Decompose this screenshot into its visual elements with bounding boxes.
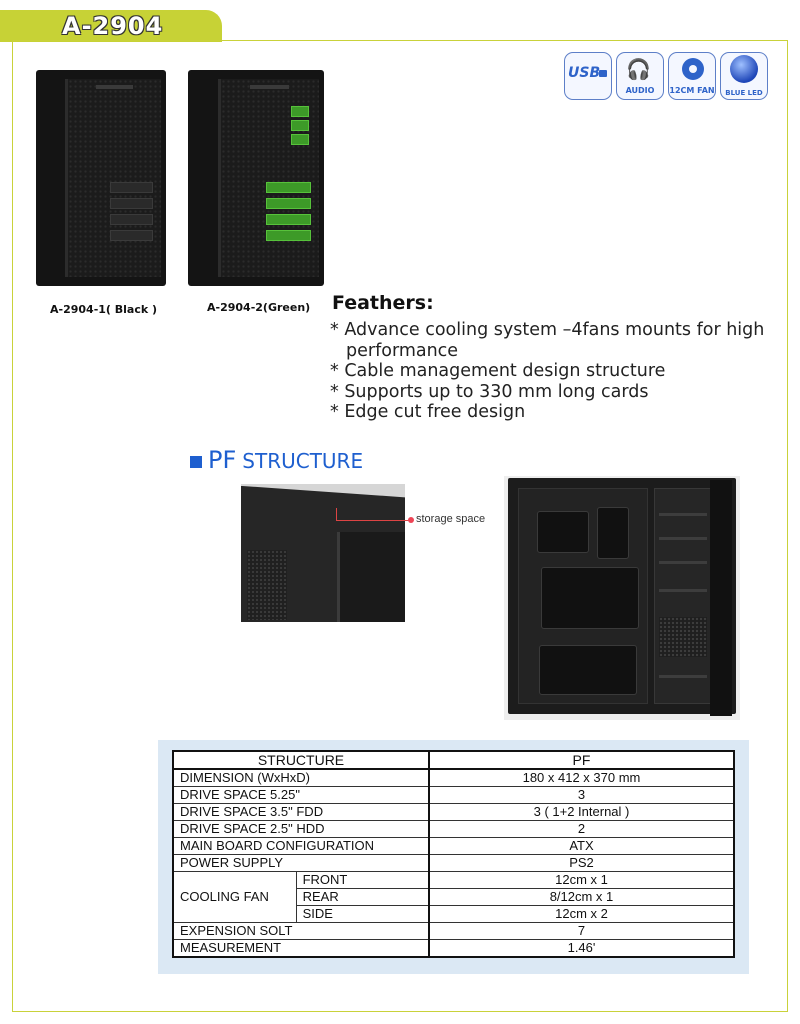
row-value: 3 <box>427 786 735 804</box>
page-frame <box>12 40 788 1012</box>
row-value: 8/12cm x 1 <box>427 888 735 906</box>
usb-icon: USB <box>568 65 601 81</box>
table-row: SIDE 12cm x 2 <box>173 905 735 923</box>
row-label: SIDE <box>295 905 430 923</box>
feature-item: Supports up to 330 mm long cards <box>330 382 770 403</box>
features-list: Advance cooling system –4fans mounts for… <box>330 320 770 423</box>
callout-label: storage space <box>416 513 486 525</box>
model-title: A-2904 <box>62 12 164 40</box>
structure-heading: PF STRUCTURE <box>190 446 363 474</box>
row-value: 12cm x 2 <box>427 905 735 923</box>
row-label: FRONT <box>295 871 430 889</box>
blue-led-icon <box>730 55 758 83</box>
row-value: ATX <box>427 837 735 855</box>
audio-badge: 🎧 AUDIO <box>616 52 664 100</box>
caption-black: A-2904-1( Black ) <box>50 303 158 316</box>
caption-green: A-2904-2(Green) <box>207 301 311 314</box>
table-row: POWER SUPPLY PS2 <box>172 854 735 872</box>
row-label: DIMENSION (WxHxD) <box>172 768 430 787</box>
table-row: DRIVE SPACE 2.5" HDD 2 <box>172 820 735 838</box>
table-row: REAR 8/12cm x 1 <box>173 888 735 906</box>
structure-heading-pf: PF <box>208 446 237 474</box>
table-header-pf: PF <box>427 750 735 770</box>
case-interior-photo <box>504 476 740 720</box>
table-row: MEASUREMENT 1.46' <box>172 939 735 958</box>
feature-badges: USB 🎧 AUDIO 12CM FAN BLUE LED <box>564 52 768 100</box>
table-row: COOLING FAN FRONT 12cm x 1 <box>172 871 735 923</box>
fan-icon <box>682 58 704 80</box>
table-row: EXPENSION SOLT 7 <box>172 922 735 940</box>
usb-plug-icon <box>599 70 607 77</box>
row-label: POWER SUPPLY <box>172 854 430 872</box>
feature-item: Cable management design structure <box>330 361 770 382</box>
row-label: DRIVE SPACE 3.5" FDD <box>172 803 430 821</box>
case-image-black <box>36 70 166 286</box>
row-value: 12cm x 1 <box>427 871 735 889</box>
row-value: 2 <box>427 820 735 838</box>
model-tab: A-2904 <box>0 10 222 42</box>
features-title: Feathers: <box>332 292 434 314</box>
table-header-structure: STRUCTURE <box>172 750 430 770</box>
row-label: EXPENSION SOLT <box>172 922 430 940</box>
feature-item: Advance cooling system –4fans mounts for… <box>330 320 770 361</box>
row-label: MAIN BOARD CONFIGURATION <box>172 837 430 855</box>
row-value: PS2 <box>427 854 735 872</box>
spec-table-panel: STRUCTURE PF DIMENSION (WxHxD) 180 x 412… <box>158 740 749 974</box>
feature-item: Edge cut free design <box>330 402 770 423</box>
row-value: 7 <box>427 922 735 940</box>
audio-label: AUDIO <box>625 86 655 95</box>
callout-line <box>336 520 410 521</box>
storage-closeup-photo <box>241 484 405 622</box>
row-value: 3 ( 1+2 Internal ) <box>427 803 735 821</box>
fan-label: 12CM FAN <box>669 86 715 95</box>
row-value: 1.46' <box>427 939 735 958</box>
row-value: 180 x 412 x 370 mm <box>427 768 735 787</box>
row-label: MEASUREMENT <box>172 939 430 958</box>
table-row: DIMENSION (WxHxD) 180 x 412 x 370 mm <box>172 768 735 787</box>
fan-badge: 12CM FAN <box>668 52 716 100</box>
table-row: MAIN BOARD CONFIGURATION ATX <box>172 837 735 855</box>
table-row: DRIVE SPACE 5.25" 3 <box>172 786 735 804</box>
table-header-row: STRUCTURE PF <box>172 750 735 770</box>
bullet-square-icon <box>190 456 202 468</box>
callout-dot-icon <box>408 517 414 523</box>
row-label: REAR <box>295 888 430 906</box>
structure-heading-text: STRUCTURE <box>242 449 364 473</box>
blue-led-badge: BLUE LED <box>720 52 768 100</box>
usb-badge: USB <box>564 52 612 100</box>
table-row: DRIVE SPACE 3.5" FDD 3 ( 1+2 Internal ) <box>172 803 735 821</box>
row-label: DRIVE SPACE 2.5" HDD <box>172 820 430 838</box>
audio-headphones-icon: 🎧 <box>626 59 651 81</box>
blue-led-label: BLUE LED <box>725 89 763 97</box>
cooling-fan-label: COOLING FAN <box>172 871 297 923</box>
case-image-green <box>188 70 324 286</box>
callout-line <box>336 508 337 520</box>
spec-table: STRUCTURE PF DIMENSION (WxHxD) 180 x 412… <box>172 750 735 958</box>
row-label: DRIVE SPACE 5.25" <box>172 786 430 804</box>
